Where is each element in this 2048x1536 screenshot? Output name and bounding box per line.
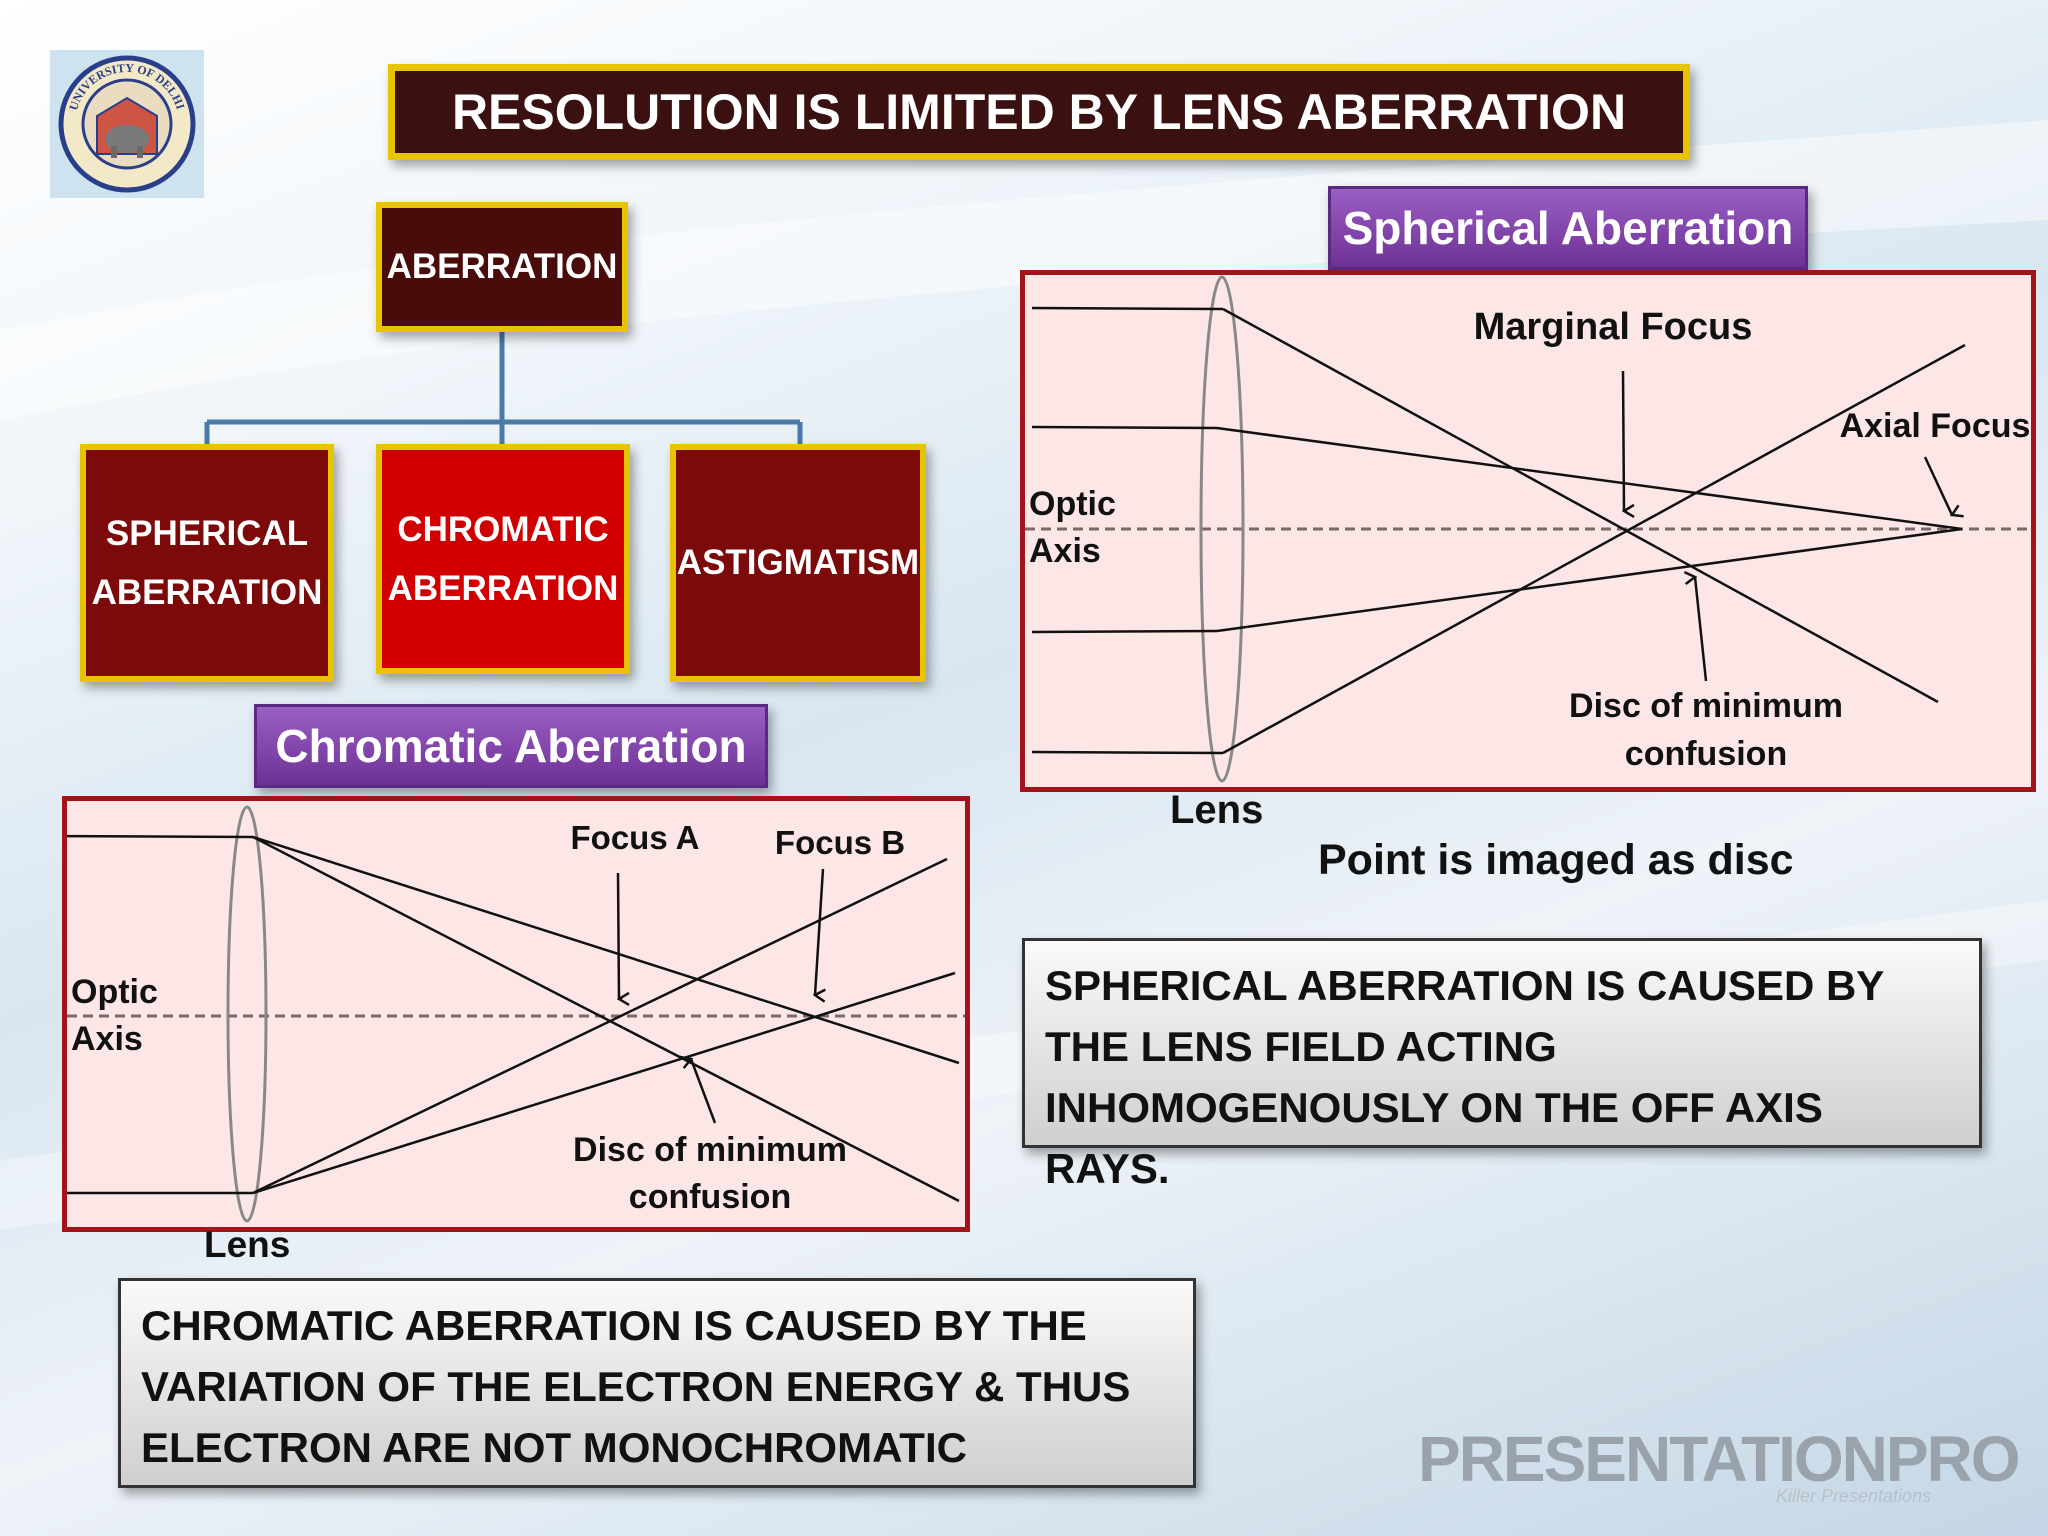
ray-bottom-to-focus-a — [252, 857, 948, 1195]
ray-top-to-focus-a — [252, 835, 960, 1203]
marginal-ray-top — [1222, 307, 1939, 704]
axial-focus-arrow — [1923, 456, 1952, 515]
axial-focus-label: Axial Focus — [1840, 407, 2031, 445]
lens-shape — [226, 805, 268, 1223]
disc-arrow — [691, 1059, 717, 1124]
spherical-diagram-panel: Optic Axis Marginal Focus Axial Focus Di… — [1020, 270, 2036, 792]
disc-label-line1: Disc of minimum — [1569, 687, 1843, 725]
incoming-ray-top — [46, 834, 254, 839]
paraxial-ray-bottom — [1216, 527, 1963, 633]
incoming-ray-3 — [1031, 629, 1218, 634]
focus-b-label: Focus B — [775, 824, 905, 861]
marginal-ray-bottom — [1222, 343, 1966, 755]
watermark-main: PRESENTATIONPRO — [1418, 1423, 2021, 1495]
incoming-ray-2 — [1031, 425, 1218, 430]
lens-shape — [1199, 275, 1245, 783]
chromatic-aberration-box: CHROMATIC ABERRATION — [376, 444, 630, 674]
axis-label: Axis — [71, 1020, 143, 1058]
aberration-root-box: ABERRATION — [376, 202, 628, 332]
spherical-note: SPHERICAL ABERRATION IS CAUSED BY THE LE… — [1022, 938, 1982, 1192]
incoming-ray-4 — [1031, 750, 1224, 755]
focus-a-arrow — [616, 872, 619, 999]
spherical-box-line2: ABERRATION — [91, 573, 323, 612]
paraxial-ray-top — [1216, 426, 1963, 531]
ray-top-to-focus-b — [252, 835, 960, 1065]
focus-a-label: Focus A — [571, 819, 700, 856]
spherical-aberration-box: SPHERICAL ABERRATION — [80, 444, 334, 682]
presentationpro-watermark: PRESENTATIONPRO Killer Presentations — [1418, 1422, 2021, 1506]
chromatic-diagram-panel: Optic Axis Focus A Focus B Disc of minim… — [46, 796, 970, 1232]
disc-label-line2: confusion — [1625, 735, 1787, 773]
astigmatism-box-label: ASTIGMATISM — [676, 543, 920, 583]
page-title: RESOLUTION IS LIMITED BY LENS ABERRATION — [388, 64, 1690, 160]
watermark-sub: Killer Presentations — [1776, 1486, 1932, 1506]
spherical-heading: Spherical Aberration — [1328, 186, 1808, 270]
optic-label: Optic — [71, 973, 158, 1011]
spherical-ray-diagram: Optic Axis Marginal Focus Axial Focus Di… — [1025, 275, 2031, 783]
disc-arrow — [1695, 577, 1708, 682]
marginal-focus-arrow — [1621, 370, 1624, 511]
spherical-box-line1: SPHERICAL — [105, 513, 309, 553]
chromatic-box-line1: CHROMATIC — [397, 509, 609, 549]
disc-label-line1: Disc of minimum — [573, 1131, 847, 1169]
chromatic-ray-diagram: Optic Axis Focus A Focus B Disc of minim… — [46, 805, 965, 1223]
focus-b-arrow — [815, 868, 823, 995]
disc-label-line2: confusion — [629, 1178, 791, 1216]
ray-bottom-to-focus-b — [252, 971, 956, 1195]
astigmatism-box: ASTIGMATISM — [670, 444, 926, 682]
spherical-lens-label: Lens — [1170, 788, 1264, 832]
chromatic-box-line2: ABERRATION — [387, 569, 619, 608]
chromatic-lens-label: Lens — [204, 1224, 291, 1265]
axis-label: Axis — [1029, 532, 1101, 570]
incoming-ray-1 — [1031, 306, 1224, 311]
aberration-root-label: ABERRATION — [386, 247, 618, 287]
optic-label: Optic — [1029, 485, 1116, 523]
university-logo: UNIVERSITY OF DELHI — [50, 50, 204, 198]
chromatic-heading: Chromatic Aberration — [254, 704, 768, 788]
spherical-caption: Point is imaged as disc — [1318, 836, 1794, 884]
marginal-focus-label: Marginal Focus — [1474, 306, 1753, 348]
university-seal-icon: UNIVERSITY OF DELHI — [58, 55, 196, 193]
chromatic-note: CHROMATIC ABERRATION IS CAUSED BY THE VA… — [118, 1278, 1196, 1488]
